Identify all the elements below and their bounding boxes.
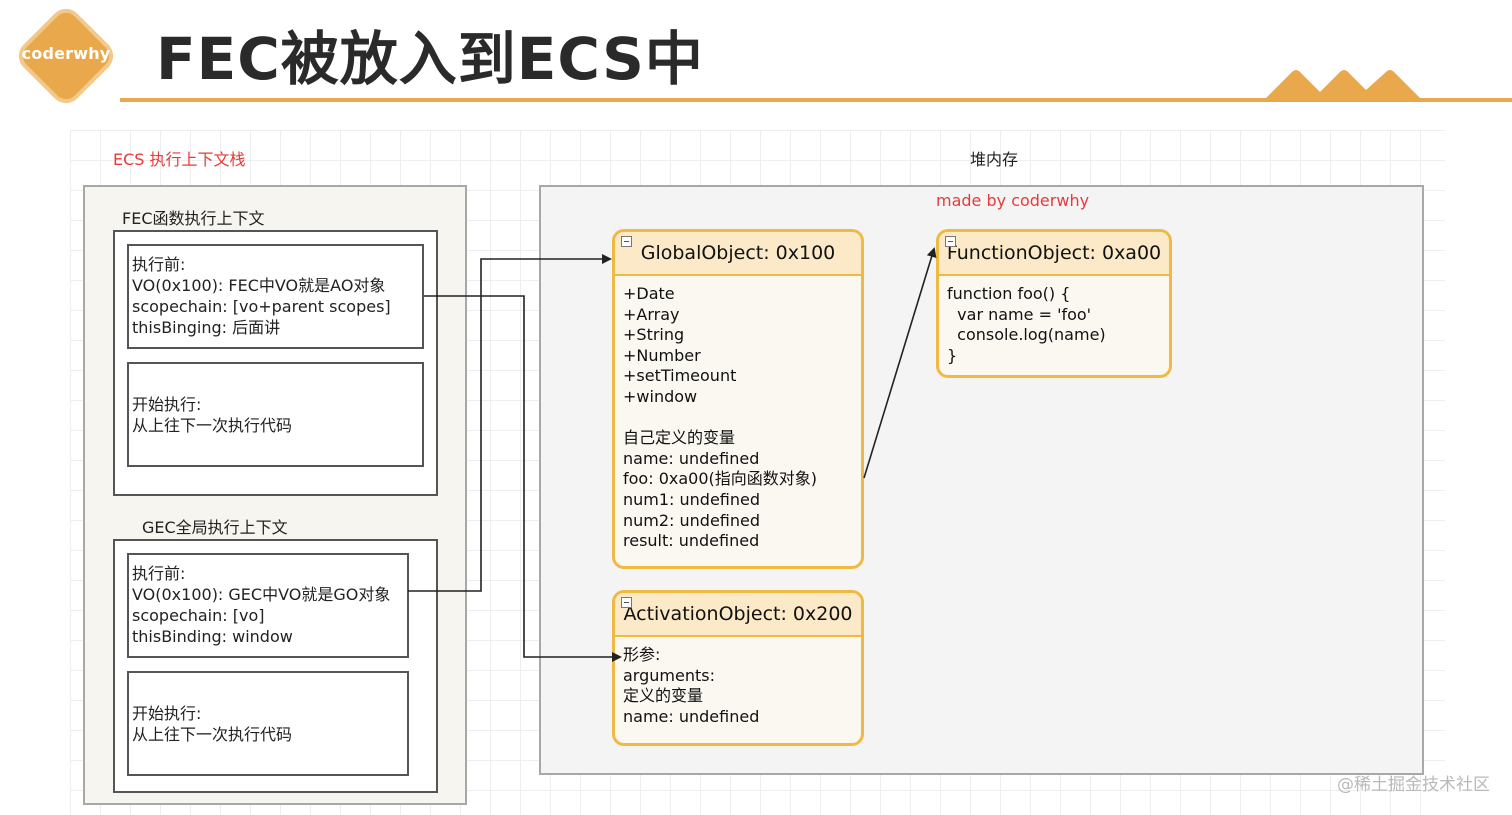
global-object-line: +setTimeount [623,366,737,386]
function-object-title: FunctionObject: 0xa00 [946,242,1162,264]
collapse-icon[interactable] [621,236,632,247]
activation-object-box: ActivationObject: 0x200 形参: arguments: 定… [612,590,864,746]
fec-before-line: 执行前: [132,255,186,274]
fec-title: FEC函数执行上下文 [122,209,265,228]
function-object-header: FunctionObject: 0xa00 [939,232,1169,276]
title-underline [120,98,1512,102]
global-object-body: +Date +Array +String +Number +setTimeoun… [615,276,861,560]
fec-before-line: VO(0x100): FEC中VO就是AO对象 [132,276,386,295]
global-object-line: name: undefined [623,448,760,468]
gec-before-line: thisBinding: window [132,627,293,646]
global-object-line: +Array [623,304,680,324]
ecs-stack-label: ECS 执行上下文栈 [113,150,246,169]
global-object-box: GlobalObject: 0x100 +Date +Array +String… [612,229,864,569]
heap-memory-label: 堆内存 [970,150,1019,169]
global-object-line: +Date [623,284,675,303]
activation-object-header: ActivationObject: 0x200 [615,593,861,637]
mountain-decoration-icon [1262,70,1424,102]
global-object-line: +String [623,325,685,345]
gec-before-line: 执行前: [132,564,186,583]
global-object-line: 自己定义的变量 [623,428,736,448]
activation-object-line: name: undefined [623,706,760,726]
global-object-line [623,408,853,429]
gec-before-box: 执行前: VO(0x100): GEC中VO就是GO对象 scopechain:… [127,553,409,658]
gec-start-box: 开始执行: 从上往下一次执行代码 [127,671,409,776]
function-object-line: } [947,345,958,365]
fec-before-line: thisBinging: 后面讲 [132,318,281,337]
function-object-box: FunctionObject: 0xa00 function foo() { v… [936,229,1172,378]
fec-before-line: scopechain: [vo+parent scopes] [132,297,391,316]
global-object-title: GlobalObject: 0x100 [640,242,836,264]
activation-object-title: ActivationObject: 0x200 [623,603,853,625]
activation-object-line: arguments: [623,665,715,685]
function-object-body: function foo() { var name = 'foo' consol… [939,276,1169,374]
global-object-line: result: undefined [623,531,760,551]
fec-start-box: 开始执行: 从上往下一次执行代码 [127,362,424,467]
gec-before-line: VO(0x100): GEC中VO就是GO对象 [132,585,391,604]
global-object-header: GlobalObject: 0x100 [615,232,861,276]
gec-start-line: 开始执行: [132,704,202,723]
made-by-label: made by coderwhy [936,191,1090,210]
gec-title: GEC全局执行上下文 [142,518,288,537]
gec-before-line: scopechain: [vo] [132,606,265,625]
global-object-line: num2: undefined [623,510,761,530]
function-object-line: console.log(name) [947,325,1106,345]
fec-start-line: 从上往下一次执行代码 [132,416,293,435]
watermark: @稀土掘金技术社区 [1337,775,1490,795]
activation-object-line: 定义的变量 [623,686,704,706]
collapse-icon[interactable] [945,236,956,247]
function-object-line: function foo() { [947,284,1071,303]
global-object-line: foo: 0xa00(指向函数对象) [623,469,817,489]
page-title: FEC被放入到ECS中 [156,25,704,93]
activation-object-body: 形参: arguments: 定义的变量 name: undefined [615,637,861,735]
global-object-line: +Number [623,345,701,365]
logo-text: coderwhy [21,44,111,63]
global-object-line: +window [623,386,698,406]
function-object-line: var name = 'foo' [947,304,1092,324]
collapse-icon[interactable] [621,597,632,608]
fec-before-box: 执行前: VO(0x100): FEC中VO就是AO对象 scopechain:… [127,244,424,349]
global-object-line: num1: undefined [623,489,761,509]
activation-object-line: 形参: [623,645,661,664]
fec-start-line: 开始执行: [132,395,202,414]
gec-start-line: 从上往下一次执行代码 [132,725,293,744]
coderwhy-logo: coderwhy [17,7,115,105]
